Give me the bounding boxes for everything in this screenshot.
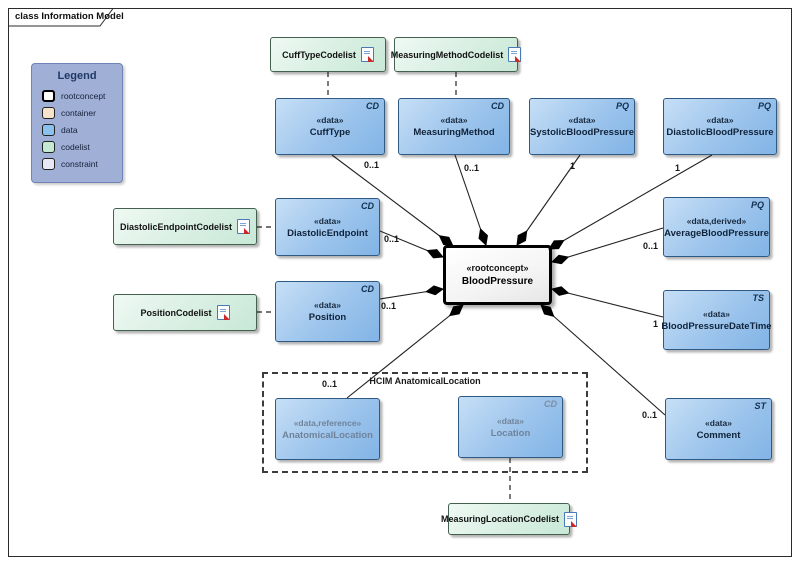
node-comment[interactable]: ST «data» Comment xyxy=(665,398,772,460)
document-icon xyxy=(360,47,374,62)
node-diastolicendpoint[interactable]: CD «data» DiastolicEndpoint xyxy=(275,198,380,256)
datatype-label: PQ xyxy=(615,101,629,111)
node-cufftype[interactable]: CD «data» CuffType xyxy=(275,98,385,155)
codelist-name: MeasuringMethodCodelist xyxy=(390,49,504,60)
legend-title: Legend xyxy=(57,70,97,82)
multiplicity-diastolicendpoint: 0..1 xyxy=(384,234,400,244)
stereotype: «data» xyxy=(706,115,734,125)
document-icon xyxy=(564,511,578,527)
datatype-label: CD xyxy=(361,201,374,211)
node-name: DiastolicBloodPressure xyxy=(666,127,774,138)
legend-label: constraint xyxy=(61,158,98,169)
stereotype: «data» xyxy=(316,115,344,125)
multiplicity-anatomicallocation: 0..1 xyxy=(322,379,338,389)
multiplicity-cufftype: 0..1 xyxy=(364,160,380,170)
legend[interactable]: Legend rootconcept container data codeli… xyxy=(31,63,123,183)
stereotype: «rootconcept» xyxy=(466,262,529,273)
legend-item-codelist: codelist xyxy=(32,138,122,155)
node-name: AverageBloodPressure xyxy=(664,227,769,239)
datatype-label: CD xyxy=(366,101,379,111)
stereotype: «data» xyxy=(497,415,524,426)
node-anatomicallocation[interactable]: «data,reference» AnatomicalLocation xyxy=(275,398,380,460)
multiplicity-measuringmethod: 0..1 xyxy=(464,163,480,173)
datatype-label: TS xyxy=(752,293,764,303)
node-name: Position xyxy=(308,312,347,323)
legend-item-rootconcept: rootconcept xyxy=(32,87,122,104)
node-position-codelist[interactable]: PositionCodelist xyxy=(113,294,257,331)
node-measuringlocation-codelist[interactable]: MeasuringLocationCodelist xyxy=(441,503,578,535)
multiplicity-datetime: 1 xyxy=(653,319,659,329)
stereotype: «data,derived» xyxy=(686,215,747,226)
legend-item-data: data xyxy=(32,121,122,138)
datatype-label: CD xyxy=(361,284,374,294)
stereotype: «data» xyxy=(705,417,732,428)
multiplicity-diastolic: 1 xyxy=(675,163,681,173)
node-name: Location xyxy=(490,427,531,439)
legend-label: data xyxy=(61,124,78,135)
node-position[interactable]: CD «data» Position xyxy=(275,281,380,342)
stereotype: «data» xyxy=(568,115,596,125)
stereotype: «data» xyxy=(703,308,730,319)
codelist-name: MeasuringLocationCodelist xyxy=(441,514,560,524)
node-name: CuffType xyxy=(309,127,351,138)
node-name: DiastolicEndpoint xyxy=(287,227,368,239)
node-averagebloodpressure[interactable]: PQ «data,derived» AverageBloodPressure xyxy=(663,197,770,257)
stereotype: «data,reference» xyxy=(293,417,362,428)
diagram-frame xyxy=(8,8,792,557)
node-name: BloodPressure xyxy=(461,275,534,287)
node-name: SystolicBloodPressure xyxy=(530,127,635,138)
node-name: Comment xyxy=(696,429,741,441)
datatype-label: PQ xyxy=(757,101,771,111)
document-icon xyxy=(508,47,522,62)
legend-item-constraint: constraint xyxy=(32,155,122,172)
container-swatch xyxy=(42,106,55,119)
legend-label: rootconcept xyxy=(61,90,106,101)
rootconcept-swatch xyxy=(42,89,55,102)
node-systolicbloodpressure[interactable]: PQ «data» SystolicBloodPressure xyxy=(529,98,635,155)
legend-item-container: container xyxy=(32,104,122,121)
node-name: MeasuringMethod xyxy=(413,127,495,138)
node-diastolicendpoint-codelist[interactable]: DiastolicEndpointCodelist xyxy=(113,208,257,245)
stereotype: «data» xyxy=(440,115,468,125)
constraint-swatch xyxy=(42,157,55,170)
codelist-swatch xyxy=(42,140,55,153)
node-cufftype-codelist[interactable]: CuffTypeCodelist xyxy=(270,37,386,72)
document-icon xyxy=(237,219,250,234)
node-measuringmethod[interactable]: CD «data» MeasuringMethod xyxy=(398,98,510,155)
stereotype: «data» xyxy=(314,215,341,226)
node-measuringmethod-codelist[interactable]: MeasuringMethodCodelist xyxy=(390,37,522,72)
node-name: AnatomicalLocation xyxy=(282,429,373,441)
node-diastolicbloodpressure[interactable]: PQ «data» DiastolicBloodPressure xyxy=(663,98,777,155)
multiplicity-comment: 0..1 xyxy=(642,410,658,420)
datatype-label: CD xyxy=(491,101,504,111)
datatype-label: CD xyxy=(544,399,557,409)
node-location[interactable]: CD «data» Location xyxy=(458,396,563,458)
codelist-name: CuffTypeCodelist xyxy=(282,49,356,60)
node-bloodpressure-root[interactable]: «rootconcept» BloodPressure xyxy=(443,245,552,305)
data-swatch xyxy=(42,123,55,136)
multiplicity-position: 0..1 xyxy=(381,301,397,311)
hcim-container-label: HCIM AnatomicalLocation xyxy=(369,376,481,386)
multiplicity-average: 0..1 xyxy=(643,241,659,251)
codelist-name: PositionCodelist xyxy=(140,307,212,318)
datatype-label: ST xyxy=(754,401,766,411)
node-bloodpressuredatetime[interactable]: TS «data» BloodPressureDateTime xyxy=(661,290,772,350)
legend-label: container xyxy=(61,107,96,118)
frame-title: class Information Model xyxy=(15,11,124,22)
legend-label: codelist xyxy=(61,141,90,152)
document-icon xyxy=(216,305,230,320)
stereotype: «data» xyxy=(314,300,341,310)
node-name: BloodPressureDateTime xyxy=(661,320,772,332)
datatype-label: PQ xyxy=(750,200,764,210)
multiplicity-systolic: 1 xyxy=(570,161,576,171)
codelist-name: DiastolicEndpointCodelist xyxy=(119,221,232,232)
